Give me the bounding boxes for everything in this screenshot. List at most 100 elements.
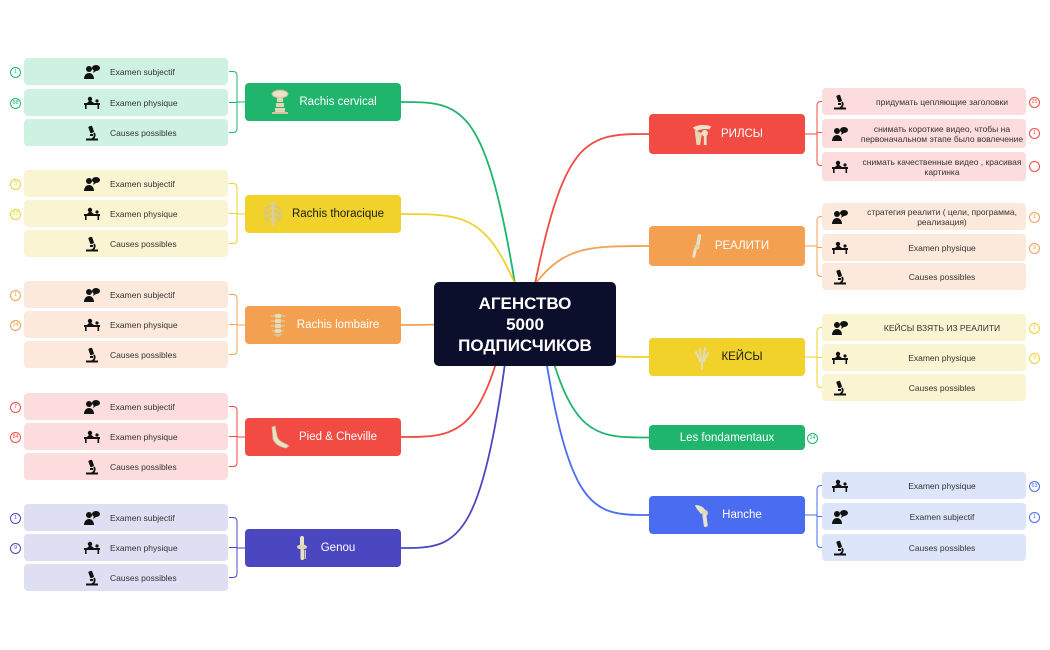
leaf-hanche-2[interactable]: Examen subjectif bbox=[822, 503, 1026, 530]
leaf-rachis-cervical-1[interactable]: Examen subjectif bbox=[24, 58, 228, 85]
branch-rachis-lombaire[interactable]: Rachis lombaire bbox=[245, 306, 401, 344]
exam-table-icon bbox=[80, 316, 104, 334]
leaf-keisy-2[interactable]: Examen physique bbox=[822, 344, 1026, 371]
leaf-pied-cheville-3[interactable]: Causes possibles bbox=[24, 453, 228, 480]
leaf-count-badge[interactable]: 1 bbox=[1029, 127, 1040, 139]
leaf-rilsy-2[interactable]: снимать короткие видео, чтобы на первона… bbox=[822, 119, 1026, 148]
leaf-label: Causes possibles bbox=[110, 349, 177, 360]
exam-table-icon bbox=[828, 349, 852, 367]
person-speech-icon bbox=[80, 63, 104, 81]
connector-line bbox=[229, 239, 238, 244]
microscope-icon bbox=[80, 458, 104, 476]
connector-line bbox=[816, 101, 822, 106]
branch-genou[interactable]: Genou bbox=[245, 529, 401, 567]
branch-pied-cheville[interactable]: Pied & Cheville bbox=[245, 418, 401, 456]
leaf-realiti-3[interactable]: Causes possibles bbox=[822, 263, 1026, 290]
leaf-count-badge[interactable]: 1 bbox=[10, 66, 21, 78]
leaf-count-badge[interactable]: 1 bbox=[10, 289, 21, 301]
leaf-realiti-2[interactable]: Examen physique bbox=[822, 234, 1026, 261]
leaf-count-badge[interactable]: 88 bbox=[10, 97, 21, 109]
leaf-pied-cheville-1[interactable]: Examen subjectif bbox=[24, 393, 228, 420]
connector-line bbox=[534, 245, 650, 285]
leaf-count-badge[interactable]: 3 bbox=[10, 178, 21, 190]
leaf-count-badge[interactable]: 63 bbox=[1029, 480, 1040, 492]
leaf-rachis-cervical-2[interactable]: Examen physique bbox=[24, 89, 228, 116]
leaf-realiti-1[interactable]: стратегия реалити ( цели, программа, реа… bbox=[822, 203, 1026, 230]
lumbar-spine-icon bbox=[267, 312, 289, 338]
leaf-count-badge[interactable]: 1 bbox=[1029, 211, 1040, 223]
leaf-count-badge[interactable]: 1 bbox=[10, 512, 21, 524]
leaf-label: Examen physique bbox=[908, 352, 976, 363]
leaf-count-badge[interactable]: 1 bbox=[1029, 511, 1040, 523]
branch-label: РЕАЛИТИ bbox=[714, 240, 770, 252]
leaf-keisy-1[interactable]: КЕЙСЫ ВЗЯТЬ ИЗ РЕАЛИТИ bbox=[822, 314, 1026, 341]
leaf-label: Causes possibles bbox=[110, 127, 177, 138]
leaf-rilsy-1[interactable]: придумать цепляющие заголовки bbox=[822, 88, 1026, 115]
leaf-hanche-1[interactable]: Examen physique bbox=[822, 472, 1026, 499]
person-speech-icon bbox=[80, 175, 104, 193]
branch-fondamentaux[interactable]: Les fondamentaux bbox=[649, 425, 805, 450]
leaf-rachis-thoracique-3[interactable]: Causes possibles bbox=[24, 230, 228, 257]
exam-table-icon bbox=[80, 94, 104, 112]
leaf-genou-2[interactable]: Examen physique bbox=[24, 534, 228, 561]
leaf-label: снимать короткие видео, чтобы на первона… bbox=[860, 123, 1024, 144]
leaf-count-badge[interactable]: 7 bbox=[10, 401, 21, 413]
leaf-rachis-lombaire-2[interactable]: Examen physique bbox=[24, 311, 228, 338]
leaf-count-badge[interactable]: 84 bbox=[10, 431, 21, 443]
person-speech-icon bbox=[80, 398, 104, 416]
leaf-label: Examen physique bbox=[908, 480, 976, 491]
branch-hanche[interactable]: Hanche bbox=[649, 496, 805, 534]
hand-bones-icon bbox=[691, 344, 713, 370]
exam-table-icon bbox=[80, 428, 104, 446]
exam-table-icon bbox=[828, 477, 852, 495]
branch-count-badge[interactable]: 24 bbox=[807, 432, 818, 444]
branch-label: Rachis lombaire bbox=[296, 319, 380, 331]
leaf-rachis-thoracique-1[interactable]: Examen subjectif bbox=[24, 170, 228, 197]
branch-label: Les fondamentaux bbox=[679, 431, 775, 444]
exam-table-icon bbox=[828, 158, 852, 176]
connector-line bbox=[534, 133, 650, 285]
person-speech-icon bbox=[828, 508, 852, 526]
leaf-rachis-thoracique-2[interactable]: Examen physique bbox=[24, 200, 228, 227]
leaf-label: КЕЙСЫ ВЗЯТЬ ИЗ РЕАЛИТИ bbox=[883, 322, 1001, 333]
connector-line bbox=[229, 462, 238, 467]
branch-label: Rachis thoracique bbox=[291, 208, 385, 220]
leaf-rachis-lombaire-3[interactable]: Causes possibles bbox=[24, 341, 228, 368]
connector-line bbox=[816, 161, 822, 166]
branch-keisy[interactable]: КЕЙСЫ bbox=[649, 338, 805, 376]
leaf-count-badge[interactable]: 9 bbox=[1029, 242, 1040, 254]
exam-table-icon bbox=[80, 539, 104, 557]
leaf-genou-1[interactable]: Examen subjectif bbox=[24, 504, 228, 531]
microscope-icon bbox=[80, 235, 104, 253]
leaf-count-badge[interactable]: 8 bbox=[1029, 352, 1040, 364]
branch-rachis-thoracique[interactable]: Rachis thoracique bbox=[245, 195, 401, 233]
leaf-rachis-lombaire-1[interactable]: Examen subjectif bbox=[24, 281, 228, 308]
leaf-keisy-3[interactable]: Causes possibles bbox=[822, 374, 1026, 401]
branch-realiti[interactable]: РЕАЛИТИ bbox=[649, 226, 805, 266]
branch-rachis-cervical[interactable]: Rachis cervical bbox=[245, 83, 401, 121]
leaf-count-badge[interactable]: 25 bbox=[1029, 96, 1040, 108]
thoracic-spine-icon bbox=[262, 201, 284, 227]
leaf-rilsy-3[interactable]: снимать качественные видео , красивая ка… bbox=[822, 152, 1026, 181]
leaf-label: Examen physique bbox=[110, 208, 178, 219]
exam-table-icon bbox=[80, 205, 104, 223]
connector-line bbox=[816, 216, 822, 221]
connector-line bbox=[229, 573, 238, 578]
leaf-count-badge[interactable]: 21 bbox=[10, 208, 21, 220]
leaf-count-badge[interactable]: 9 bbox=[10, 542, 21, 554]
leaf-count-badge[interactable]: 1 bbox=[1029, 322, 1040, 334]
connector-line bbox=[229, 517, 238, 522]
leaf-count-badge[interactable] bbox=[1029, 160, 1040, 172]
connector-line bbox=[816, 543, 822, 548]
leaf-label: Causes possibles bbox=[110, 572, 177, 583]
leaf-hanche-3[interactable]: Causes possibles bbox=[822, 534, 1026, 561]
leaf-count-badge[interactable]: 24 bbox=[10, 319, 21, 331]
branch-label: Pied & Cheville bbox=[299, 431, 377, 443]
branch-rilsy[interactable]: РИЛСЫ bbox=[649, 114, 805, 154]
central-topic[interactable]: АГЕНСТВО 5000 ПОДПИСЧИКОВ bbox=[434, 282, 616, 366]
leaf-rachis-cervical-3[interactable]: Causes possibles bbox=[24, 119, 228, 146]
microscope-icon bbox=[828, 93, 852, 111]
leaf-pied-cheville-2[interactable]: Examen physique bbox=[24, 423, 228, 450]
leaf-genou-3[interactable]: Causes possibles bbox=[24, 564, 228, 591]
leaf-label: Examen subjectif bbox=[909, 511, 975, 522]
